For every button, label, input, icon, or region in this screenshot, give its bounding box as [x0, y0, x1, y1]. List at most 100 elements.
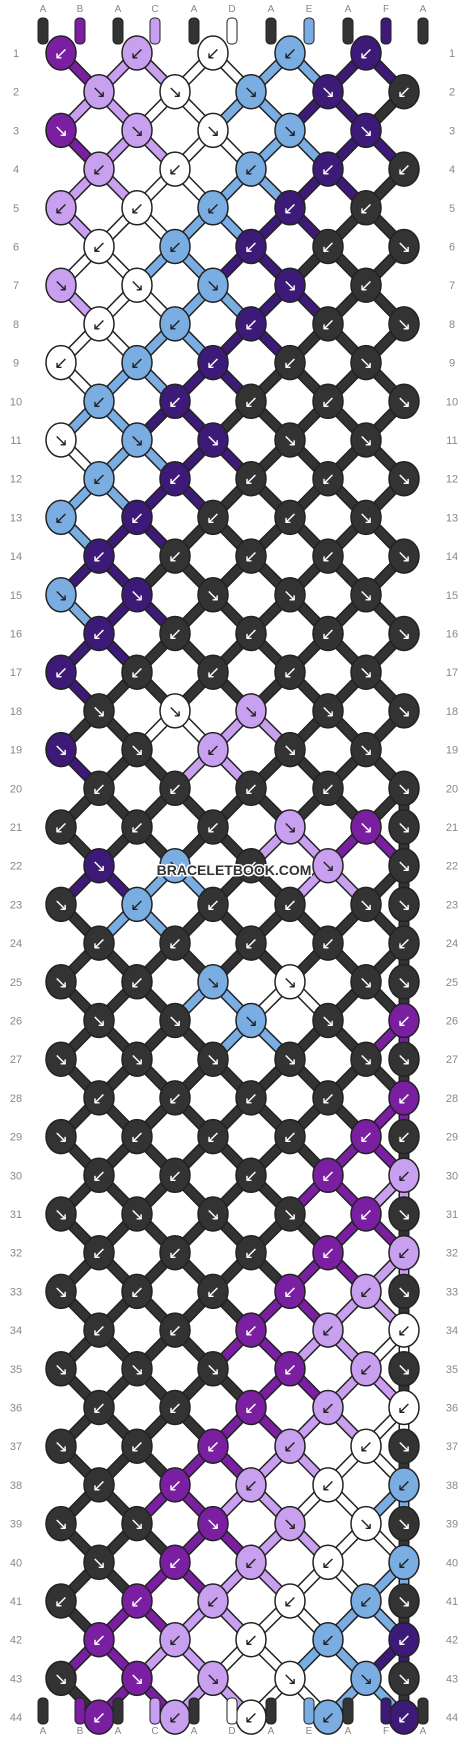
- knot-arrow-icon: ↘: [397, 857, 411, 877]
- knot-arrow-icon: ↙: [321, 238, 335, 258]
- knot-arrow-icon: ↙: [92, 1708, 106, 1728]
- knot-arrow-icon: ↘: [283, 741, 297, 761]
- knot: [274, 1505, 306, 1542]
- knot: [83, 306, 115, 342]
- knot: [197, 190, 229, 226]
- string-stub-top: [417, 17, 429, 45]
- knot-arrow-icon: ↙: [54, 508, 68, 528]
- knot: [197, 1428, 229, 1464]
- knot-arrow-icon: ↘: [397, 1437, 411, 1457]
- row-number-left: 19: [10, 745, 22, 757]
- row-number-right: 17: [446, 667, 458, 679]
- string-stub-bottom: [342, 1697, 354, 1725]
- string-stub-bottom: [226, 1697, 238, 1725]
- knot-arrow-icon: ↙: [359, 1360, 373, 1380]
- knot-arrow-icon: ↙: [244, 547, 258, 567]
- row-number-right: 37: [446, 1441, 458, 1453]
- knot-arrow-icon: ↙: [359, 276, 373, 296]
- knot: [83, 228, 115, 265]
- knot: [159, 693, 191, 729]
- knot: [312, 306, 344, 342]
- knot-arrow-icon: ↘: [54, 431, 68, 451]
- knot: [45, 112, 77, 149]
- knot-arrow-icon: ↙: [168, 1708, 182, 1728]
- row-number-left: 40: [10, 1557, 22, 1569]
- knot-arrow-icon: ↘: [130, 276, 144, 296]
- row-number-left: 21: [10, 822, 22, 834]
- knot-arrow-icon: ↙: [130, 199, 144, 219]
- row-number-right: 25: [446, 977, 458, 989]
- knot: [45, 267, 77, 303]
- row-number-right: 8: [449, 319, 455, 331]
- knot-arrow-icon: ↙: [54, 818, 68, 838]
- string-label-top: A: [191, 4, 198, 15]
- knot-arrow-icon: ↘: [54, 276, 68, 296]
- knot: [388, 964, 420, 1000]
- knot: [350, 1041, 382, 1077]
- row-number-left: 5: [13, 203, 19, 215]
- knot: [312, 1544, 344, 1581]
- knot: [159, 925, 191, 961]
- knot-arrow-icon: ↙: [168, 1399, 182, 1419]
- knot: [274, 964, 306, 1000]
- row-number-left: 2: [13, 87, 19, 99]
- knot-arrow-icon: ↘: [321, 83, 335, 103]
- knot-arrow-icon: ↘: [244, 702, 258, 722]
- knot: [350, 190, 382, 226]
- knot-arrow-icon: ↙: [54, 663, 68, 683]
- knot-arrow-icon: ↙: [168, 625, 182, 645]
- knot-arrow-icon: ↙: [92, 934, 106, 954]
- knot-arrow-icon: ↙: [168, 315, 182, 335]
- knot-arrow-icon: ↘: [397, 895, 411, 915]
- knot-arrow-icon: ↘: [397, 315, 411, 335]
- knot-arrow-icon: ↙: [168, 1089, 182, 1109]
- knot: [235, 1467, 267, 1503]
- row-number-left: 3: [13, 125, 19, 137]
- knot-arrow-icon: ↙: [130, 1592, 144, 1612]
- knot-arrow-icon: ↙: [130, 895, 144, 915]
- knot-arrow-icon: ↘: [397, 1282, 411, 1302]
- knot: [350, 35, 382, 71]
- knot: [235, 1544, 267, 1581]
- knot-layer: ↙↙↙↙↙↘↘↘↘↙↘↘↘↘↘↙↙↙↙↙↙↙↙↙↙↙↙↙↙↘↘↘↘↘↙↙↙↙↙↘…: [45, 35, 420, 1735]
- knot-arrow-icon: ↙: [92, 1321, 106, 1341]
- string-stub-bottom: [149, 1697, 161, 1725]
- knot: [121, 577, 153, 613]
- knot-arrow-icon: ↘: [359, 1050, 373, 1070]
- knot: [83, 1621, 115, 1658]
- knot: [312, 925, 344, 961]
- string-label-bottom: A: [345, 1726, 352, 1737]
- knot: [45, 577, 77, 613]
- knot-arrow-icon: ↙: [130, 44, 144, 64]
- knot: [312, 73, 344, 110]
- knot: [274, 112, 306, 149]
- knot-arrow-icon: ↙: [92, 1244, 106, 1264]
- knot-arrow-icon: ↘: [92, 857, 106, 877]
- knot-arrow-icon: ↘: [397, 1050, 411, 1070]
- string-label-top: C: [151, 4, 158, 15]
- knot: [121, 1351, 153, 1387]
- row-number-right: 5: [449, 203, 455, 215]
- knot: [388, 886, 420, 923]
- row-number-right: 33: [446, 1286, 458, 1298]
- knot-arrow-icon: ↘: [130, 1050, 144, 1070]
- knot: [350, 1118, 382, 1155]
- knot: [388, 1389, 420, 1426]
- knot-arrow-icon: ↙: [206, 818, 220, 838]
- row-number-right: 20: [446, 783, 458, 795]
- row-number-left: 12: [10, 474, 22, 486]
- knot: [45, 1428, 77, 1464]
- knot-arrow-icon: ↙: [206, 741, 220, 761]
- knot-arrow-icon: ↙: [168, 1321, 182, 1341]
- string-stub-bottom: [188, 1697, 200, 1725]
- knot: [159, 847, 191, 884]
- knot: [121, 1196, 153, 1232]
- knot-arrow-icon: ↙: [397, 1553, 411, 1573]
- row-number-left: 14: [10, 551, 22, 563]
- knot: [388, 1234, 420, 1271]
- knot: [121, 344, 153, 381]
- string-stub-bottom: [37, 1697, 49, 1725]
- knot: [45, 422, 77, 458]
- string-stub-top: [303, 17, 315, 45]
- knot: [83, 693, 115, 729]
